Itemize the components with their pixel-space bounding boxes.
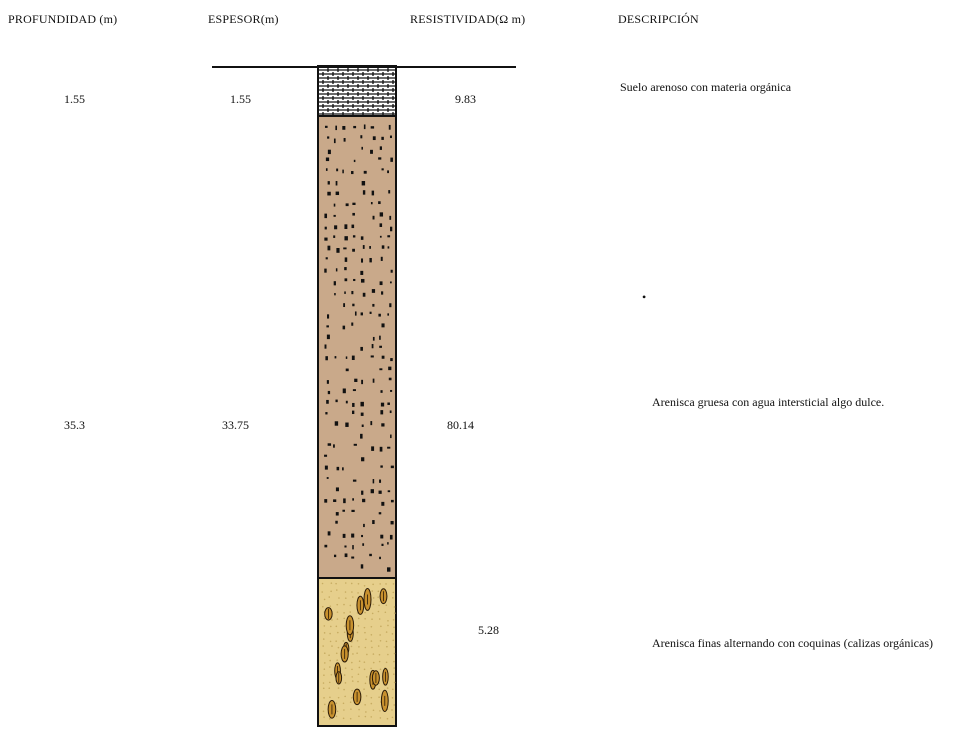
layer-2-description: Arenisca gruesa con agua intersticial al… xyxy=(652,395,885,409)
layer-1-thickness: 1.55 xyxy=(230,92,251,106)
stray-dot-mark: • xyxy=(642,290,647,304)
coquina-shells-pattern xyxy=(321,582,396,720)
layer-2-depth: 35.3 xyxy=(64,418,85,432)
header-depth: PROFUNDIDAD (m) xyxy=(8,12,118,26)
layer-1-depth: 1.55 xyxy=(64,92,85,106)
layer-2-resistivity: 80.14 xyxy=(447,418,474,432)
header-resistivity: RESISTIVIDAD(Ω m) xyxy=(410,12,526,26)
layer-1-band xyxy=(317,65,397,117)
header-description: DESCRIPCIÓN xyxy=(618,12,699,26)
layer-3-resistivity: 5.28 xyxy=(478,623,499,637)
header-thickness: ESPESOR(m) xyxy=(208,12,279,26)
sand-dots-pattern xyxy=(324,124,394,572)
layer-1-description: Suelo arenoso con materia orgánica xyxy=(620,80,792,94)
layer-2-thickness: 33.75 xyxy=(222,418,249,432)
layer-2-band xyxy=(317,115,397,579)
layer-3-description: Arenisca finas alternando con coquinas (… xyxy=(652,636,933,650)
layer-1-resistivity: 9.83 xyxy=(455,92,476,106)
